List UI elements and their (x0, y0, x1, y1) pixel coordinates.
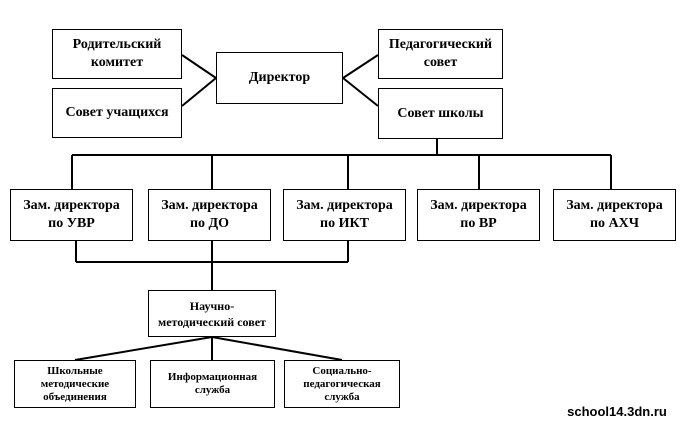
school-council-box: Совет школы (378, 88, 503, 139)
deputy-uvr-label: Зам. директора по УВР (23, 198, 120, 231)
deputy-ikt-box: Зам. директора по ИКТ (283, 189, 406, 241)
information-service-label: Информационная служба (167, 371, 258, 396)
site-watermark: school14.3dn.ru (567, 403, 667, 419)
director-label: Директор (248, 70, 311, 85)
deputy-vr-box: Зам. директора по ВР (417, 189, 540, 241)
social-service-label: Социально- педагогическая служба (303, 364, 381, 403)
deputy-uvr-box: Зам. директора по УВР (10, 189, 133, 241)
information-service-box: Информационная служба (150, 360, 275, 408)
social-service-box: Социально- педагогическая служба (284, 360, 400, 408)
deputy-ahch-box: Зам. директора по АХЧ (553, 189, 676, 241)
deputy-ikt-label: Зам. директора по ИКТ (296, 198, 393, 231)
deputy-do-box: Зам. директора по ДО (148, 189, 271, 241)
deputy-do-label: Зам. директора по ДО (161, 198, 258, 231)
parents-committee-label: Родительский комитет (72, 37, 162, 70)
parents-committee-box: Родительский комитет (52, 29, 182, 79)
pedagogical-council-label: Педагогический совет (388, 37, 493, 70)
school-associations-box: Школьные методические объединения (14, 360, 136, 408)
deputy-vr-label: Зам. директора по ВР (430, 198, 527, 231)
school-council-label: Совет школы (397, 105, 484, 121)
school-associations-label: Школьные методические объединения (40, 364, 110, 403)
student-council-label: Совет учащихся (65, 105, 169, 120)
pedagogical-council-box: Педагогический совет (378, 29, 503, 79)
scientific-council-box: Научно- методический совет (148, 290, 276, 337)
director-box: Директор (216, 52, 343, 104)
student-council-box: Совет учащихся (52, 88, 182, 138)
deputy-ahch-label: Зам. директора по АХЧ (566, 198, 663, 231)
scientific-council-label: Научно- методический совет (158, 298, 266, 329)
